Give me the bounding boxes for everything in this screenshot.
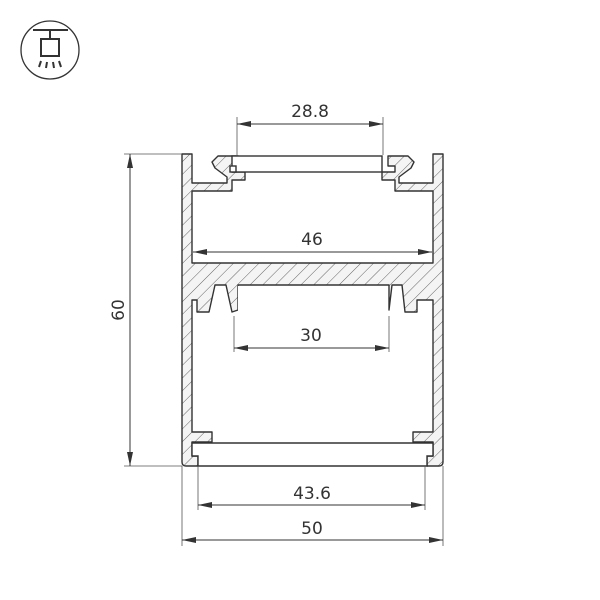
dim-label-43-6: 43.6 [293, 484, 331, 504]
dimension-middle-channel: 30 [233, 316, 390, 352]
dimension-inner-width: 46 [193, 230, 432, 255]
dim-label-30: 30 [300, 326, 322, 346]
dim-label-28-8: 28.8 [291, 102, 329, 122]
dim-label-46: 46 [301, 230, 323, 250]
dimension-outer-width: 50 [181, 466, 444, 546]
dim-label-50: 50 [301, 519, 323, 539]
dimension-bottom-cover: 43.6 [197, 466, 426, 510]
suspended-light-icon [20, 20, 80, 80]
bottom-diffuser [191, 442, 434, 467]
dimension-top-opening: 28.8 [236, 102, 384, 155]
dim-label-60: 60 [109, 299, 129, 321]
top-diffuser [231, 155, 383, 173]
profile-section [181, 153, 444, 467]
dimension-height: 60 [109, 153, 182, 467]
